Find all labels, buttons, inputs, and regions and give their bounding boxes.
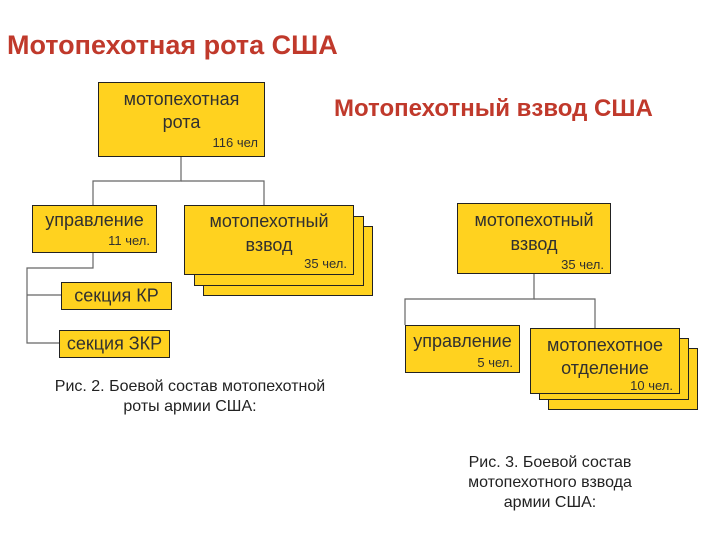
- platoon-caption-line2: мотопехотного взвода: [468, 474, 632, 491]
- company-label-line1: мотопехотная: [123, 89, 240, 109]
- squad-count: 10 чел.: [630, 378, 673, 393]
- squad-box: мотопехотное отделение 10 чел.: [530, 328, 680, 394]
- squad-label-line1: мотопехотное: [546, 335, 664, 355]
- company-platoon-label-line1: мотопехотный: [209, 211, 329, 231]
- platoon-hq-box: управление 5 чел.: [405, 325, 520, 373]
- platoon-caption: Рис. 3. Боевой состав мотопехотного взво…: [440, 453, 660, 513]
- platoon-count: 35 чел.: [561, 257, 604, 272]
- section-zkr-label: секция ЗКР: [66, 333, 163, 354]
- company-title: Мотопехотная рота США: [7, 30, 338, 60]
- platoon-box: мотопехотный взвод 35 чел.: [457, 203, 611, 274]
- company-platoon-count: 35 чел.: [304, 256, 347, 271]
- platoon-label-line1: мотопехотный: [474, 210, 594, 230]
- platoon-hq-count: 5 чел.: [477, 355, 513, 370]
- company-platoon-box: мотопехотный взвод 35 чел.: [184, 205, 354, 275]
- company-hq-box: управление 11 чел.: [32, 205, 157, 253]
- company-hq-count: 11 чел.: [108, 233, 150, 248]
- platoon-title: Мотопехотный взвод США: [334, 95, 653, 122]
- platoon-label-line2: взвод: [510, 234, 558, 254]
- platoon-caption-line3: армии США:: [503, 494, 597, 511]
- company-hq-label: управление: [45, 210, 144, 230]
- company-caption: Рис. 2. Боевой состав мотопехотной роты …: [20, 377, 360, 417]
- squad-label-line2: отделение: [561, 358, 649, 378]
- section-kr-box: секция КР: [61, 282, 172, 310]
- company-box: мотопехотная рота 116 чел: [98, 82, 265, 157]
- section-zkr-box: секция ЗКР: [59, 330, 170, 358]
- company-caption-line1: Рис. 2. Боевой состав мотопехотной: [54, 378, 326, 395]
- company-label-line2: рота: [162, 112, 201, 132]
- company-caption-line2: роты армии США:: [123, 398, 257, 415]
- company-count: 116 чел: [212, 135, 259, 150]
- section-kr-label: секция КР: [74, 285, 159, 306]
- company-platoon-label-line2: взвод: [245, 235, 293, 255]
- platoon-hq-label: управление: [413, 331, 512, 351]
- platoon-caption-line1: Рис. 3. Боевой состав: [468, 454, 632, 471]
